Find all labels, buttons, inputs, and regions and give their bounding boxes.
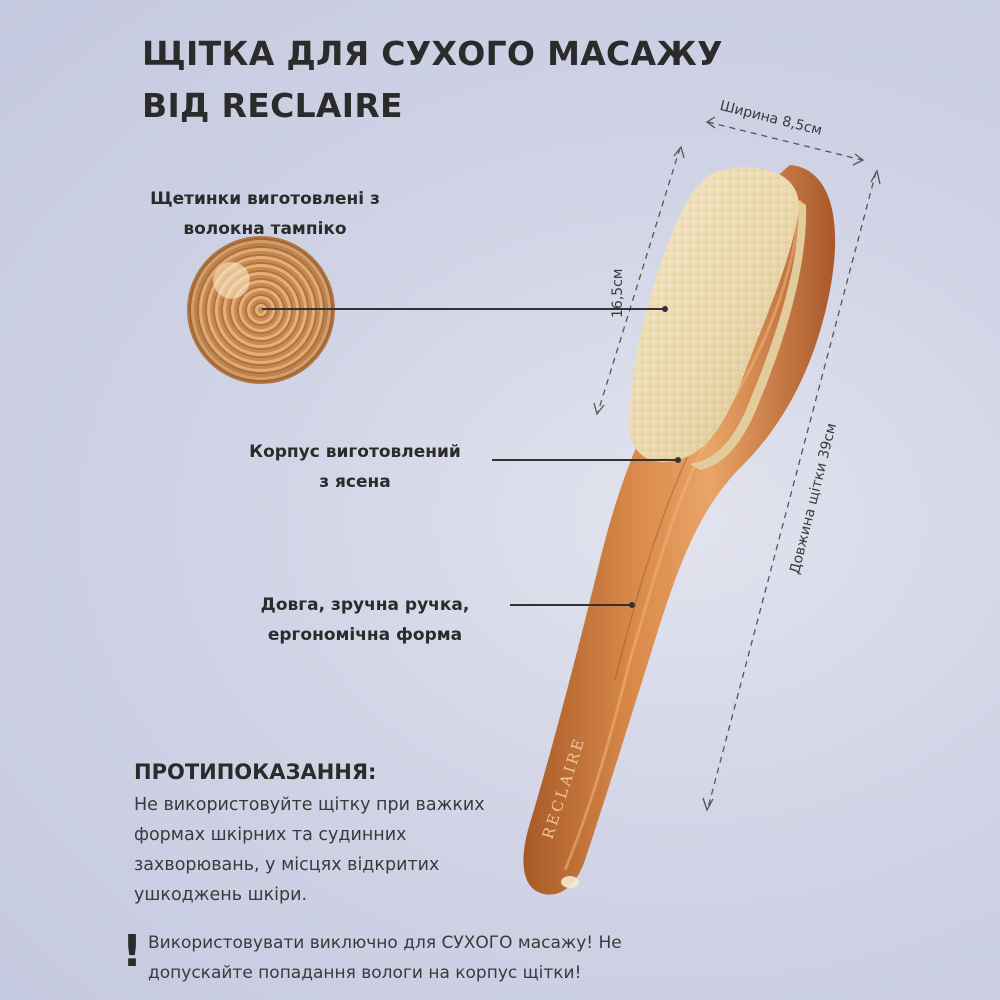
- height-dimension-label: 16,5см: [610, 268, 626, 318]
- dimension-width: [707, 121, 863, 161]
- feature-bristles-line-2: волокна тампіко: [183, 219, 347, 239]
- handle-hole: [561, 876, 579, 888]
- wood-grain: [563, 199, 802, 871]
- page-title: ЩІТКА ДЛЯ СУХОГО МАСАЖУ ВІД RECLAIRE: [142, 28, 723, 132]
- warning-line-2: допускайте попадання вологи на корпус щі…: [148, 963, 582, 983]
- dim-length-arrow-top: [870, 169, 881, 185]
- title-line-1: ЩІТКА ДЛЯ СУХОГО МАСАЖУ: [142, 34, 723, 73]
- bristle-side: [690, 200, 807, 470]
- contraindications-line-4: ушкоджень шкіри.: [134, 885, 308, 905]
- exclamation-icon: !: [122, 926, 143, 977]
- warning-text: Використовувати виключно для СУХОГО маса…: [148, 928, 708, 988]
- feature-handle: Довга, зручна ручка, ергономічна форма: [230, 590, 500, 650]
- dim-height-arrow-bottom: [593, 402, 605, 416]
- title-line-2: ВІД RECLAIRE: [142, 86, 403, 125]
- warning-line-1: Використовувати виключно для СУХОГО маса…: [148, 933, 622, 953]
- feature-bristles: Щетинки виготовлені з волокна тампіко: [130, 184, 400, 244]
- contraindications-title: ПРОТИПОКАЗАННЯ:: [134, 760, 377, 784]
- feature-handle-line-2: ергономічна форма: [267, 625, 463, 645]
- feature-body-line-2: з ясена: [319, 472, 391, 492]
- bristle-closeup-image: [187, 236, 335, 384]
- leader-line-handle: [510, 602, 635, 607]
- dim-width-arrow-right: [852, 153, 865, 166]
- leader-line-bristles: [262, 306, 668, 311]
- contraindications-text: Не використовуйте щітку при важких форма…: [134, 790, 534, 910]
- feature-handle-line-1: Довга, зручна ручка,: [260, 595, 470, 615]
- contraindications-line-3: захворювань, у місцях відкритих: [134, 855, 440, 875]
- dim-width-arrow-left: [705, 116, 716, 129]
- dimension-height: [597, 147, 681, 413]
- bristle-texture: [628, 167, 799, 463]
- contraindications-line-1: Не використовуйте щітку при важких: [134, 795, 485, 815]
- feature-body-line-1: Корпус виготовлений: [249, 442, 461, 462]
- brush-body: [523, 165, 836, 895]
- feature-bristles-line-1: Щетинки виготовлені з: [150, 189, 380, 209]
- dim-height-arrow-top: [673, 145, 685, 159]
- contraindications-line-2: формах шкірних та судинних: [134, 825, 407, 845]
- dim-length-arrow-bottom: [702, 797, 714, 812]
- leader-line-body: [492, 457, 681, 462]
- feature-body: Корпус виготовлений з ясена: [225, 437, 485, 497]
